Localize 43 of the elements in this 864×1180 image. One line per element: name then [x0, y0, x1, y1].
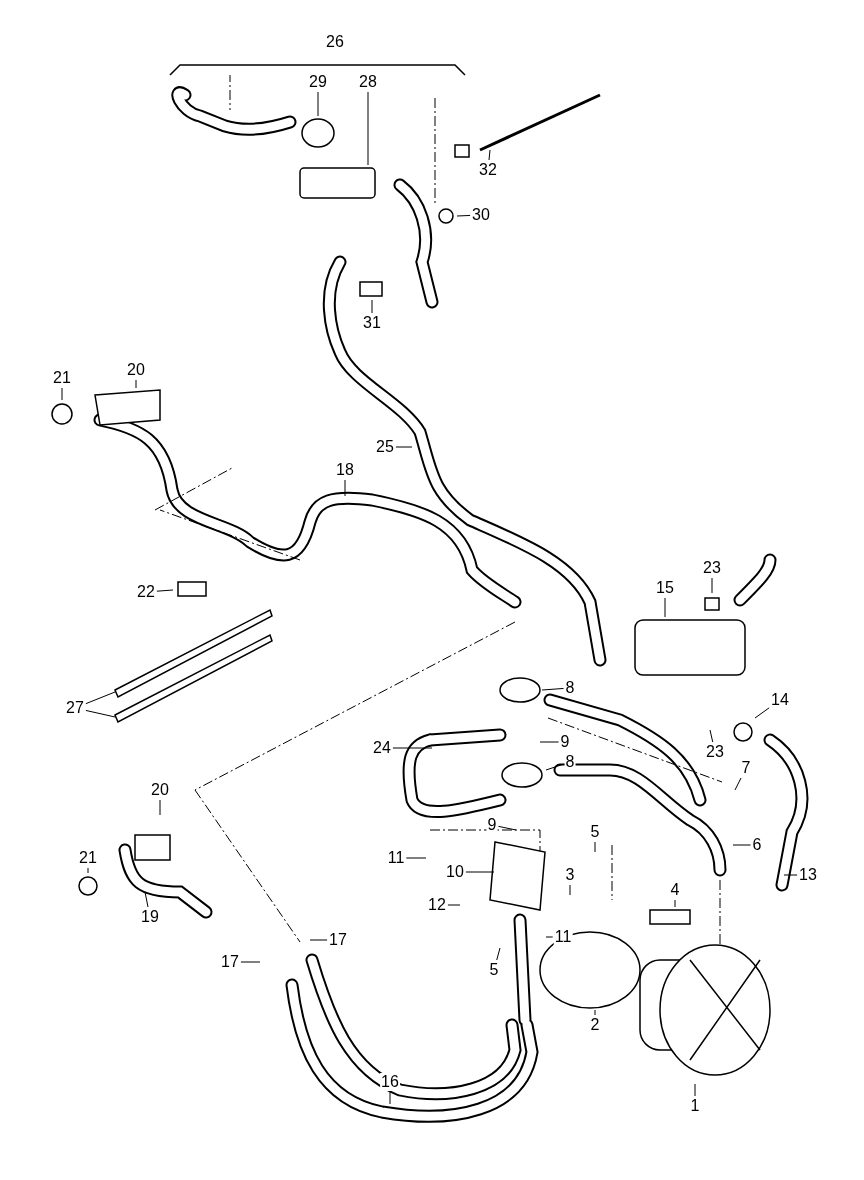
leader-line — [156, 589, 174, 592]
leader-line — [87, 867, 89, 874]
leader-line — [734, 777, 742, 791]
leader-line — [732, 844, 752, 846]
leader-line — [240, 961, 261, 963]
leader-line — [159, 799, 161, 816]
leader-line — [783, 874, 798, 876]
leader-line — [694, 1083, 696, 1097]
leader-line — [539, 741, 560, 743]
leader-line — [664, 597, 666, 618]
leader-line — [85, 691, 116, 705]
leader-line — [594, 841, 596, 853]
leader-line — [405, 857, 427, 859]
leader-line — [496, 947, 501, 961]
leader-line — [541, 687, 565, 691]
leader-line — [309, 939, 328, 941]
leader-line — [447, 904, 461, 906]
leader-line — [392, 747, 433, 749]
callout-number: 16 — [380, 1073, 400, 1091]
leader-line — [395, 446, 413, 448]
leader-line — [545, 763, 565, 771]
callout-number: 11 — [553, 928, 573, 946]
leader-line — [135, 379, 137, 389]
leader-line — [594, 1009, 596, 1016]
leader-line — [371, 299, 373, 314]
leader-line — [344, 479, 346, 497]
leader-line — [367, 91, 369, 166]
leader-line — [456, 214, 471, 217]
leader-line — [674, 899, 676, 908]
leader-line — [61, 387, 63, 401]
leader-line — [709, 729, 714, 743]
leader-line — [711, 577, 713, 594]
leader-line — [465, 871, 495, 873]
callout-number: 9 — [486, 816, 498, 834]
leader-line — [754, 707, 770, 719]
leader-line — [569, 884, 571, 896]
leader-line — [317, 91, 319, 117]
leader-line — [389, 1091, 391, 1105]
leader-line — [488, 149, 491, 161]
leader-line — [144, 891, 149, 908]
leader-line — [545, 936, 554, 938]
leader-line — [85, 709, 116, 718]
leader-line — [497, 825, 517, 831]
